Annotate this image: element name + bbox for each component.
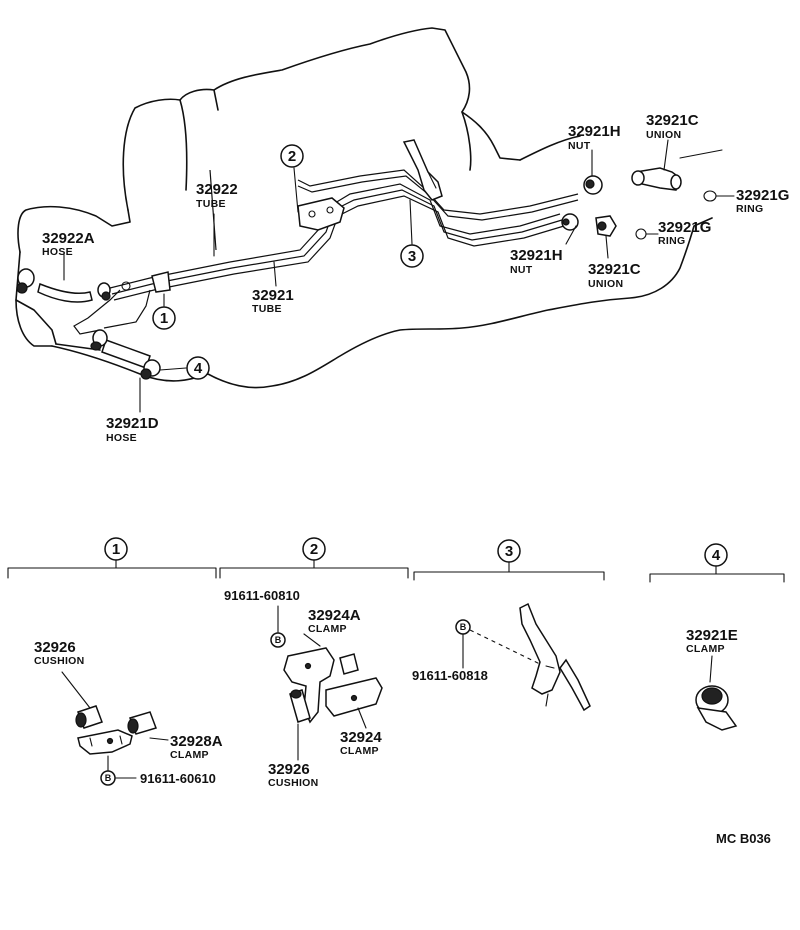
label-32921G-ring-top: 32921G RING <box>736 187 789 215</box>
leader-lines-main <box>63 139 735 413</box>
label-91611-60610: 91611-60610 <box>140 771 216 786</box>
label-32921C-union-mid: 32921C UNION <box>588 261 641 290</box>
detail-callout-label: 1 <box>112 541 120 558</box>
diagram-code: MC B036 <box>716 831 771 846</box>
label-91611-60818: 91611-60818 <box>412 668 488 683</box>
part-number: 32921 <box>252 287 294 304</box>
label-32926-cushion-2: 32926 CUSHION <box>268 761 319 789</box>
part-name: TUBE <box>196 198 226 210</box>
part-number: 32928A <box>170 733 223 750</box>
part-name: UNION <box>588 278 623 290</box>
part-number: 32921C <box>646 112 699 129</box>
label-32921H-nut-mid: 32921H NUT <box>510 247 563 276</box>
part-name: TUBE <box>252 303 282 315</box>
callout-1-main: 1 <box>152 306 176 330</box>
hose-32922A-drawing <box>16 268 111 303</box>
label-32921E-clamp: 32921E CLAMP <box>686 627 738 655</box>
part-name: RING <box>736 203 763 215</box>
part-number: 32921E <box>686 627 738 644</box>
detail-callout-3: 3 <box>497 539 521 563</box>
part-name: RING <box>658 235 685 247</box>
part-name: CLAMP <box>686 643 725 655</box>
label-32921D-hose: 32921D HOSE <box>106 415 159 444</box>
part-name: HOSE <box>106 432 137 444</box>
detail-callout-label: 4 <box>712 547 721 564</box>
label-32926-cushion-1: 32926 CUSHION <box>34 639 85 667</box>
detail-2-parts: 91611-60810 B <box>224 588 383 761</box>
detail-callout-4: 4 <box>704 543 728 567</box>
callout-4-main: 4 <box>186 356 210 380</box>
callout-3-label: 3 <box>408 248 416 265</box>
bolt-marker-label: B <box>105 773 112 783</box>
part-name: CUSHION <box>34 655 85 667</box>
part-number: 32926 <box>34 639 76 656</box>
part-number: 32921G <box>736 187 789 204</box>
part-number: 32924 <box>340 729 382 746</box>
brake-tube-lines <box>73 169 579 335</box>
label-32921-tube: 32921 TUBE <box>252 287 294 315</box>
nut-union-set-mid <box>561 213 647 240</box>
callout-3-main: 3 <box>400 244 424 268</box>
bolt-marker-label: B <box>275 635 282 645</box>
label-32921H-nut-top: 32921H NUT <box>568 123 621 152</box>
label-32922A-hose: 32922A HOSE <box>42 230 95 258</box>
part-name: CLAMP <box>308 623 347 635</box>
part-number: 32921H <box>510 247 563 264</box>
callout-1-label: 1 <box>160 310 168 327</box>
part-number: 91611-60610 <box>140 771 216 786</box>
detail-3-parts: B <box>455 602 591 712</box>
callout-2-label: 2 <box>288 148 296 165</box>
tube-hardware <box>121 139 443 293</box>
part-name: CLAMP <box>170 749 209 761</box>
bolt-marker-label: B <box>460 622 467 632</box>
detail-callout-1: 1 <box>104 537 128 561</box>
hose-32921D-drawing <box>90 329 161 380</box>
label-32924-clamp: 32924 CLAMP <box>340 729 382 757</box>
part-name: UNION <box>646 129 681 141</box>
part-number: 32922A <box>42 230 95 247</box>
part-name: NUT <box>510 264 533 276</box>
label-32921C-union-top: 32921C UNION <box>646 112 699 141</box>
callout-2-main: 2 <box>280 144 304 168</box>
detail-callout-label: 3 <box>505 543 513 560</box>
part-number: 32921C <box>588 261 641 278</box>
part-number: 32921D <box>106 415 159 432</box>
part-number: 32921G <box>658 219 711 236</box>
part-number: 91611-60810 <box>224 588 300 603</box>
detail-4-parts <box>695 655 738 731</box>
engine-outline <box>15 27 723 389</box>
label-32921G-ring-mid: 32921G RING <box>658 219 711 247</box>
detail-1-parts: B <box>61 671 169 786</box>
callout-4-label: 4 <box>194 360 203 377</box>
part-number: 32922 <box>196 181 238 198</box>
label-32922-tube: 32922 TUBE <box>196 181 238 210</box>
detail-brackets <box>7 559 785 583</box>
nut-union-set-top <box>583 167 717 202</box>
label-32924A-clamp: 32924A CLAMP <box>308 607 361 635</box>
part-name: NUT <box>568 140 591 152</box>
part-name: CUSHION <box>268 777 319 789</box>
detail-callout-2: 2 <box>302 537 326 561</box>
part-name: HOSE <box>42 246 73 258</box>
detail-callout-label: 2 <box>310 541 318 558</box>
part-number: 32926 <box>268 761 310 778</box>
part-number: 32921H <box>568 123 621 140</box>
label-32928A-clamp: 32928A CLAMP <box>170 733 223 761</box>
part-number: 91611-60818 <box>412 668 488 683</box>
part-number: 32924A <box>308 607 361 624</box>
part-name: CLAMP <box>340 745 379 757</box>
